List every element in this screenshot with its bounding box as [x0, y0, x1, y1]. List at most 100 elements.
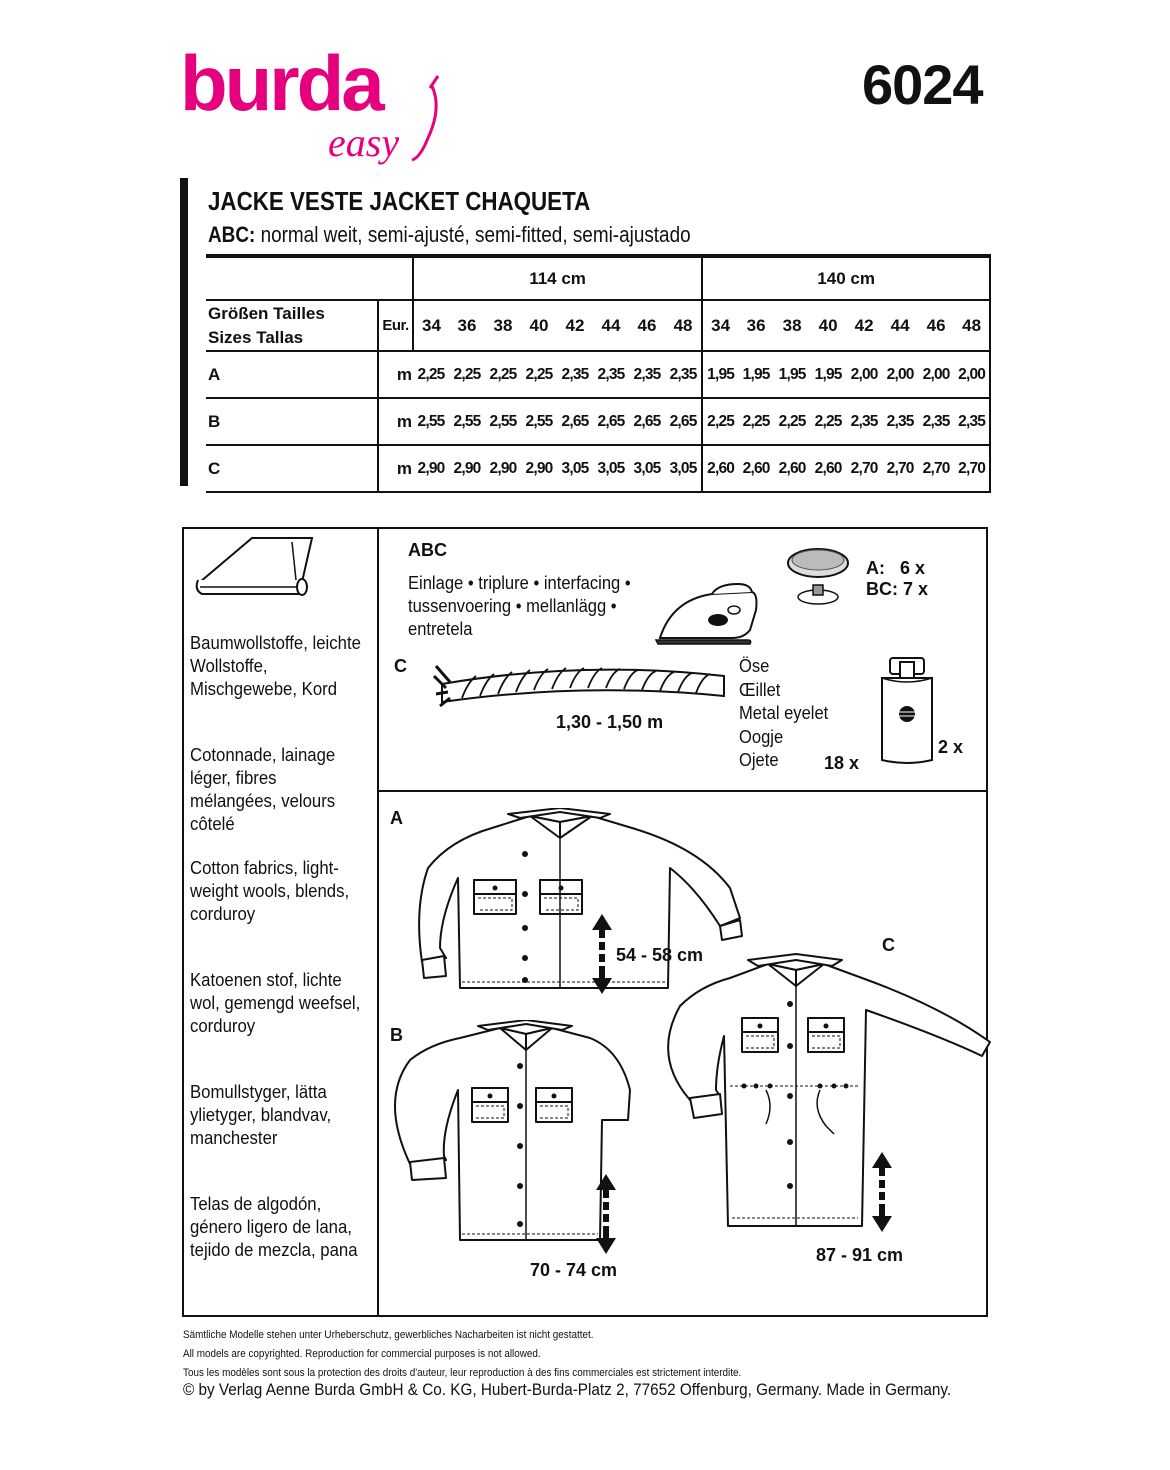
size-cell: 38 — [774, 299, 811, 352]
yardage-cell: 3,05 — [665, 445, 703, 493]
cord-icon — [432, 665, 725, 708]
view-label: A — [206, 351, 378, 399]
size-cell: 48 — [665, 299, 703, 352]
length-a: 54 - 58 cm — [616, 945, 704, 965]
yardage-cell: 2,55 — [449, 398, 485, 446]
yardage-cell: 2,00 — [954, 351, 992, 399]
yardage-cell: 2,35 — [846, 398, 883, 446]
interfacing-line2: tussenvoering • mellanlägg • — [408, 596, 617, 616]
size-cell: 34 — [412, 299, 449, 352]
yardage-cell: 2,60 — [774, 445, 811, 493]
yardage-cell: 3,05 — [557, 445, 593, 493]
size-cell: 44 — [882, 299, 919, 352]
size-cell: 38 — [485, 299, 521, 352]
legal-de: Sämtliche Modelle stehen unter Urhebersc… — [183, 1329, 594, 1341]
width-140-header: 140 cm — [701, 254, 992, 300]
yardage-cell: 2,25 — [701, 398, 739, 446]
length-c: 87 - 91 cm — [816, 1245, 904, 1265]
legal-en: All models are copyrighted. Reproduction… — [183, 1348, 541, 1360]
size-cell: 36 — [738, 299, 775, 352]
snap-button-icon — [787, 548, 849, 605]
yardage-cell: 2,25 — [413, 351, 449, 399]
yardage-cell: 2,25 — [521, 351, 557, 399]
fabric-nl: Katoenen stof, lichte wol, gemengd weefs… — [190, 970, 361, 1036]
yardage-cell: 2,65 — [593, 398, 629, 446]
fabric-roll-icon — [195, 537, 314, 596]
yardage-cell: 2,00 — [882, 351, 919, 399]
yardage-cell: 1,95 — [810, 351, 847, 399]
iron-icon — [654, 582, 758, 645]
fit-subtitle: ABC: normal weit, semi-ajusté, semi-fitt… — [208, 222, 691, 248]
fabric-sv: Bomullstyger, lätta ylietyger, blandvav,… — [190, 1082, 332, 1148]
unit-label: m — [377, 351, 413, 399]
yardage-cell: 2,60 — [701, 445, 739, 493]
eyelet-es: Ojete — [739, 750, 779, 770]
notions-c-label: C — [394, 656, 407, 676]
view-b-label: B — [390, 1025, 403, 1045]
yardage-cell: 2,25 — [449, 351, 485, 399]
yardage-cell: 2,55 — [521, 398, 557, 446]
eyelet-de: Öse — [739, 656, 770, 676]
garment-title: JACKE VESTE JACKET CHAQUETA — [208, 186, 591, 216]
row-divider — [377, 790, 988, 792]
copyright-line: © by Verlag Aenne Burda GmbH & Co. KG, H… — [183, 1380, 952, 1399]
fit-label: ABC: — [208, 222, 256, 247]
yardage-cell: 2,25 — [738, 398, 775, 446]
yardage-cell: 2,35 — [954, 398, 992, 446]
jacket-b-drawing — [394, 1020, 631, 1241]
yardage-cell: 2,35 — [629, 351, 665, 399]
width-114-header: 114 cm — [411, 254, 703, 300]
yardage-cell: 2,55 — [413, 398, 449, 446]
unit-label: m — [377, 445, 413, 493]
yardage-cell: 2,60 — [738, 445, 775, 493]
yardage-cell: 2,25 — [810, 398, 847, 446]
buttons-a-qty: A: 6 x — [866, 558, 926, 578]
yardage-cell: 2,65 — [629, 398, 665, 446]
fabric-de: Baumwollstoffe, leichte Wollstoffe, Misc… — [190, 633, 361, 699]
yardage-cell: 2,55 — [485, 398, 521, 446]
notions-abc-label: ABC — [408, 540, 447, 560]
legal-footer: Sämtliche Modelle stehen unter Urhebersc… — [183, 1326, 741, 1383]
yardage-cell: 2,65 — [557, 398, 593, 446]
length-arrow-b-icon — [596, 1174, 616, 1254]
yardage-cell: 2,90 — [485, 445, 521, 493]
size-cell: 46 — [629, 299, 665, 352]
yardage-cell: 2,90 — [413, 445, 449, 493]
yardage-cell: 1,95 — [738, 351, 775, 399]
yardage-cell: 2,70 — [954, 445, 992, 493]
yardage-cell: 2,65 — [665, 398, 703, 446]
size-label-cell: Größen Tailles Sizes Tallas — [206, 299, 378, 352]
pattern-number: 6024 — [862, 53, 984, 116]
yardage-cell: 1,95 — [701, 351, 739, 399]
eyelet-fr: Œillet — [739, 679, 781, 700]
column-divider — [377, 527, 379, 1317]
view-label: C — [206, 445, 378, 493]
view-label: B — [206, 398, 378, 446]
brand-name: burda — [180, 48, 385, 127]
length-b: 70 - 74 cm — [530, 1260, 618, 1280]
interfacing-line1: Einlage • triplure • interfacing • — [408, 573, 631, 593]
size-cell: 44 — [593, 299, 629, 352]
unit-label: m — [377, 398, 413, 446]
yardage-cell: 2,90 — [449, 445, 485, 493]
size-cell: 40 — [810, 299, 847, 352]
yardage-cell: 1,95 — [774, 351, 811, 399]
view-c-label: C — [882, 935, 895, 955]
size-cell: 36 — [449, 299, 485, 352]
yardage-cell: 3,05 — [629, 445, 665, 493]
yardage-cell: 2,60 — [810, 445, 847, 493]
yardage-cell: 2,35 — [593, 351, 629, 399]
brand-sub: easy — [328, 120, 399, 165]
jacket-c-drawing — [667, 953, 991, 1227]
yardage-cell: 2,00 — [918, 351, 955, 399]
yardage-cell: 2,25 — [485, 351, 521, 399]
size-label-1: Größen Tailles — [208, 303, 325, 323]
yardage-cell: 3,05 — [593, 445, 629, 493]
yardage-cell: 2,35 — [918, 398, 955, 446]
legal-fr: Tous les modèles sont sous la protection… — [183, 1367, 742, 1379]
eyelet-list: Öse Œillet Metal eyelet Oogje Ojete — [739, 655, 828, 773]
eyelet-en: Metal eyelet — [739, 703, 829, 723]
eyelet-qty: 18 x — [824, 753, 860, 773]
yardage-cell: 2,70 — [846, 445, 883, 493]
yardage-cell: 2,25 — [774, 398, 811, 446]
